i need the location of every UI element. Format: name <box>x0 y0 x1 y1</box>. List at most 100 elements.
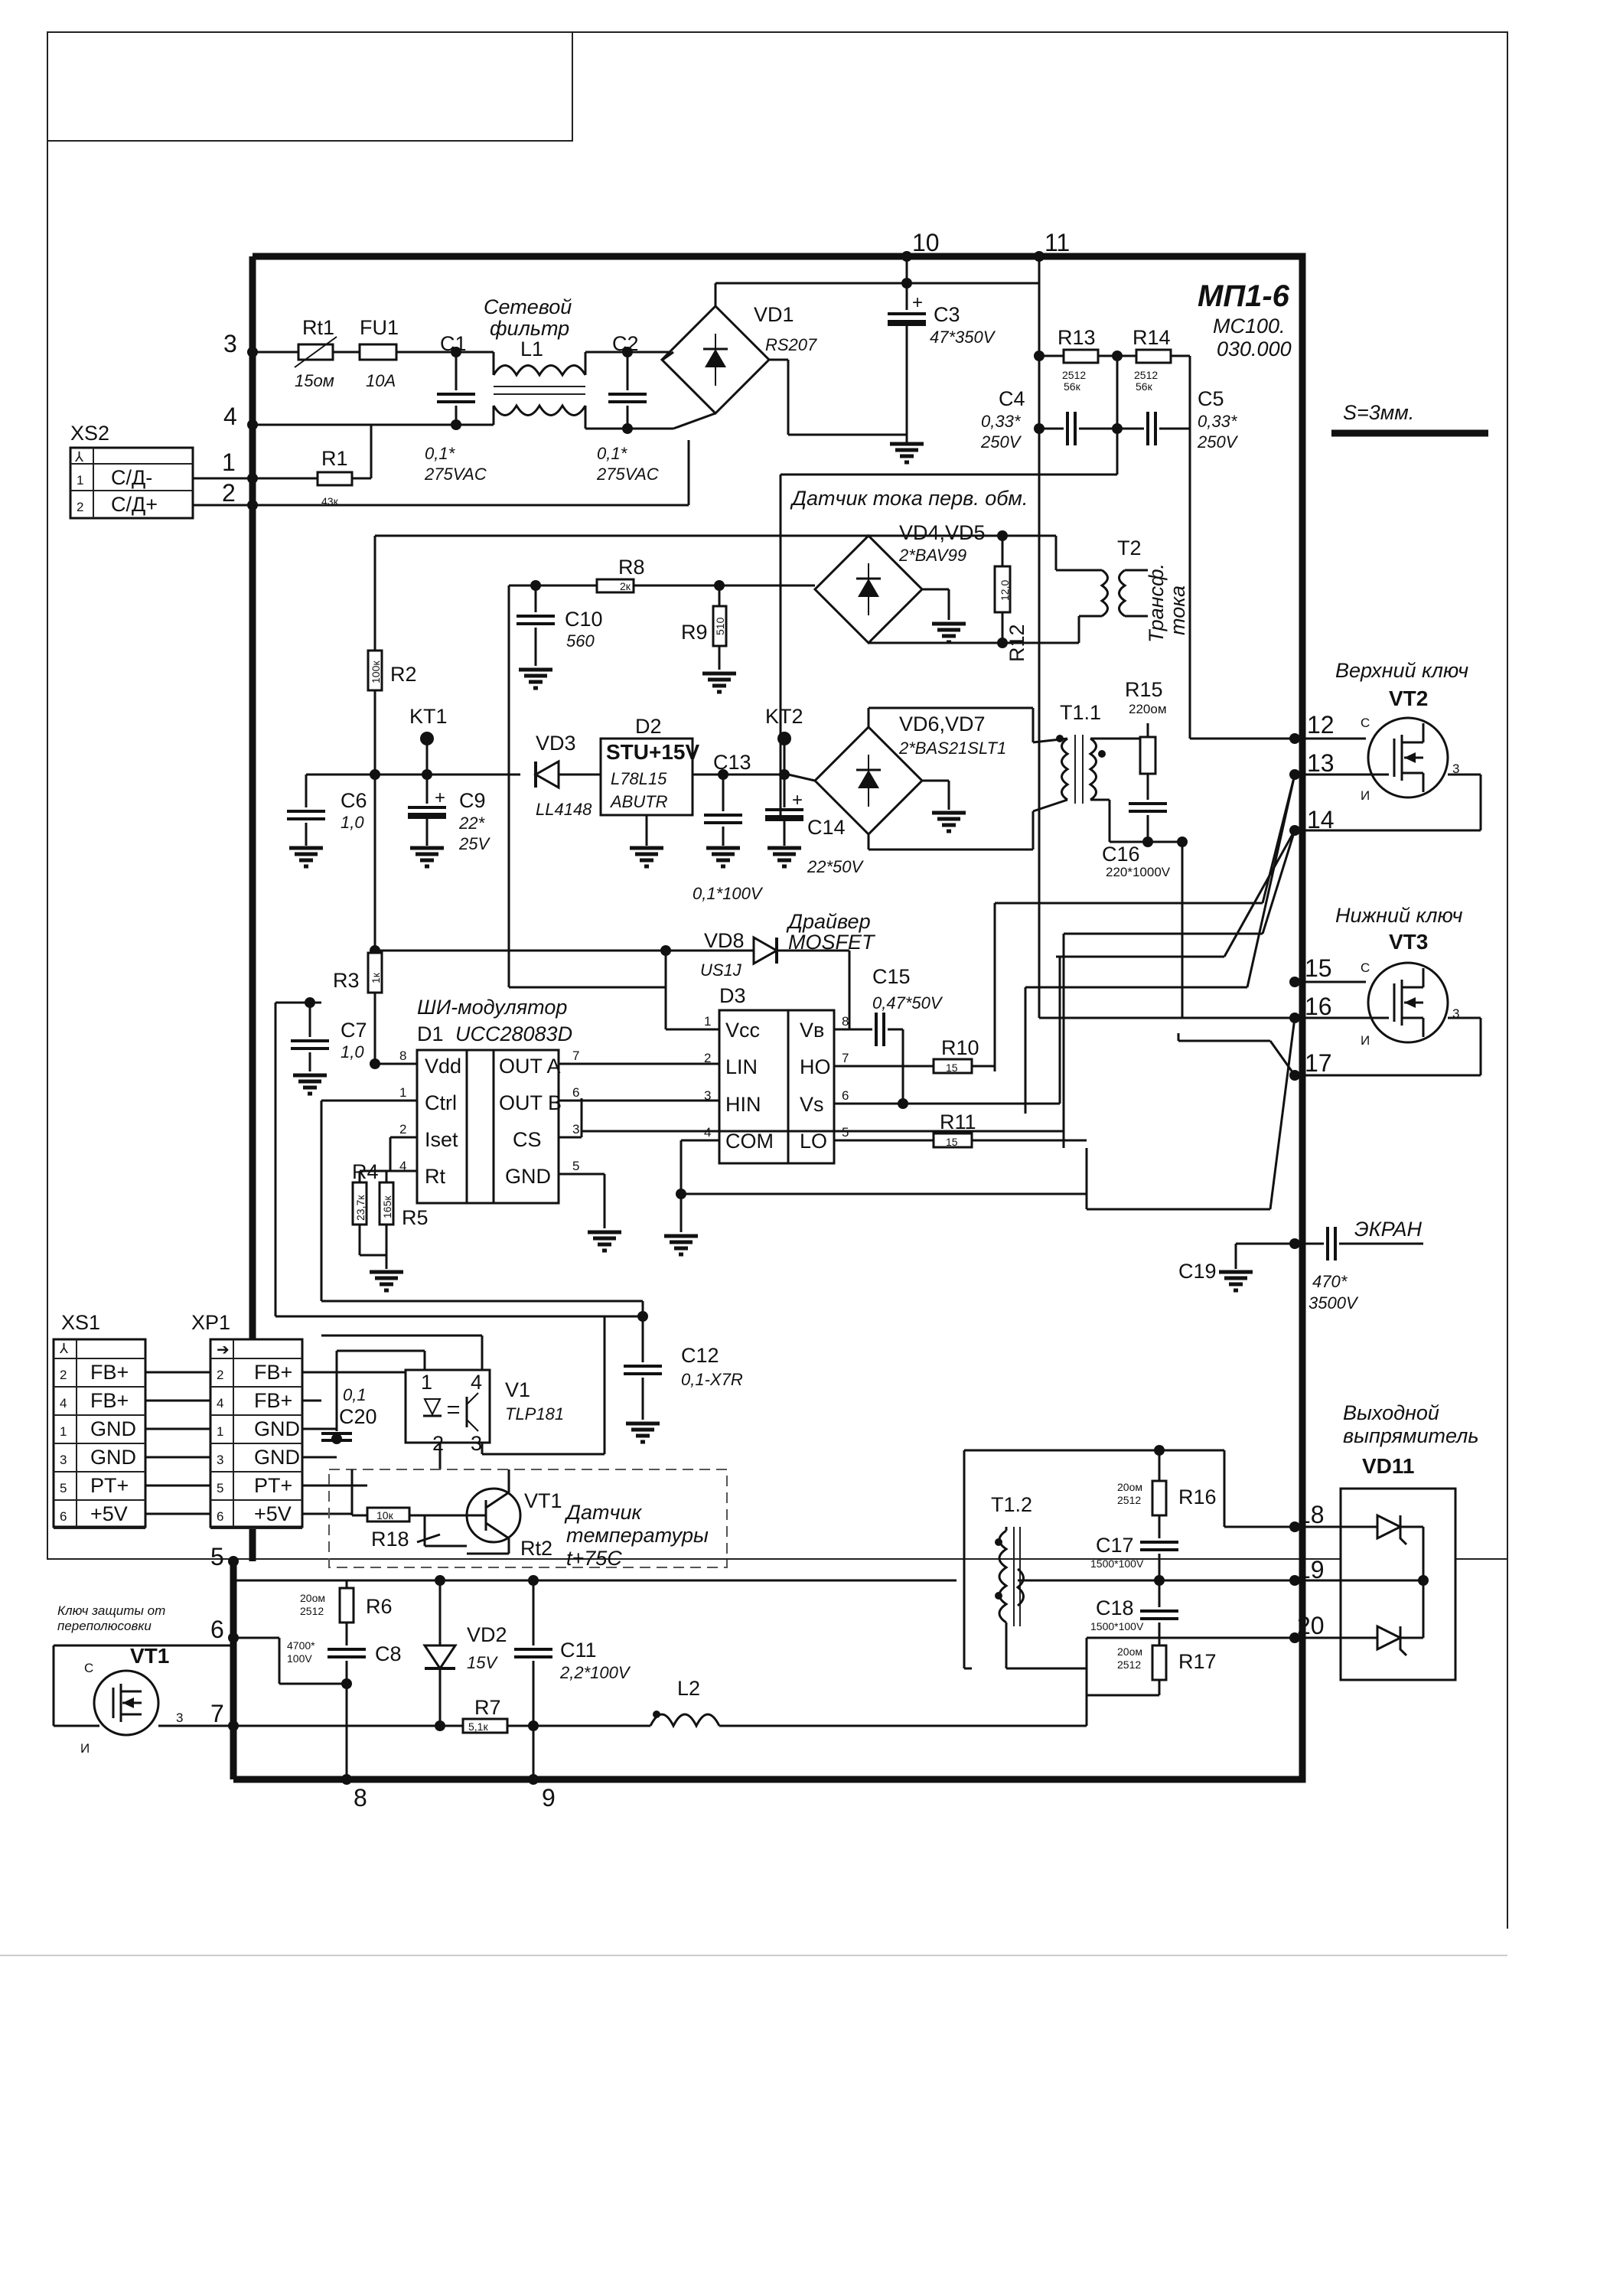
rt2-label: Rt2 <box>520 1537 552 1560</box>
d3-l1: Vcc <box>725 1019 760 1042</box>
d1-l4: Rt <box>425 1165 445 1188</box>
vt3-pin-c: С <box>1361 960 1370 975</box>
node-8: 8 <box>354 1784 367 1812</box>
xs1-pin-num: 1 <box>60 1424 67 1439</box>
xp1-pin-signal: GND <box>254 1446 300 1469</box>
rev-key-2: переполюсовки <box>57 1619 152 1633</box>
r4-label: R4 <box>352 1160 379 1183</box>
c10-label: C10 <box>565 608 603 631</box>
c11-label: C11 <box>560 1639 597 1662</box>
c8-value-1: 4700* <box>287 1639 315 1652</box>
xs2-row2-num: 2 <box>77 500 83 514</box>
vd8-label: VD8 <box>704 929 745 952</box>
rt1-label: Rt1 <box>302 316 334 339</box>
r17-label: R17 <box>1178 1650 1217 1673</box>
xs2-connector: XS2 ⅄ 1 С/Д- 2 С/Д+ <box>69 422 253 520</box>
node-20: 20 <box>1297 1612 1325 1639</box>
t2-value-2: тока <box>1166 585 1189 635</box>
svg-text:+: + <box>792 790 803 810</box>
svg-text:3: 3 <box>471 1432 482 1455</box>
pwm-title: ШИ-модулятор <box>417 996 567 1019</box>
c11-value: 2,2*100V <box>559 1663 631 1682</box>
r14-value-2: 56к <box>1136 380 1153 393</box>
r3-label: R3 <box>333 969 360 992</box>
r9-value: 510 <box>714 617 726 635</box>
vd1-value: RS207 <box>765 335 817 354</box>
c9-value-2: 25V <box>458 834 490 853</box>
c16-label: C16 <box>1102 843 1140 866</box>
rt1-thermistor: Rt1 15ом <box>294 316 337 390</box>
c13-label: C13 <box>713 751 751 774</box>
r14-label: R14 <box>1133 326 1171 349</box>
r2-value: 100к <box>370 660 382 683</box>
fu1-value: 10A <box>366 371 396 390</box>
t2-label: T2 <box>1117 536 1142 559</box>
r14-value-1: 2512 <box>1134 369 1158 381</box>
vt1-key-label: VT1 <box>130 1644 169 1668</box>
d1-r3: CS <box>513 1128 542 1151</box>
c16-value: 220*1000V <box>1106 865 1171 879</box>
vt2-pin-3: 3 <box>1452 762 1459 776</box>
xs2-row2-sig: С/Д+ <box>111 493 158 516</box>
xs1-pin-signal: +5V <box>90 1502 128 1525</box>
cur-sense-title: Датчик тока перв. обм. <box>790 487 1028 510</box>
svg-text:+: + <box>912 292 923 313</box>
vt2-pin-i: И <box>1361 788 1370 803</box>
c18-value: 1500*100V <box>1090 1620 1144 1632</box>
xp1-connector: XP1 ➔ <box>191 1311 304 1528</box>
c4-value-2: 250V <box>980 432 1022 452</box>
d1-l1: Vdd <box>425 1055 461 1078</box>
c8-label: C8 <box>375 1642 402 1665</box>
node-16: 16 <box>1305 993 1332 1020</box>
d3-l3: HIN <box>725 1093 761 1116</box>
driver-section: VD8 US1J Драйвер MOSFET D3 Vcc LIN HIN C… <box>370 910 1087 1254</box>
net-filter-2: фильтр <box>490 317 569 340</box>
vd67-value: 2*BAS21SLT1 <box>898 739 1006 758</box>
xs1-connector: XS1 ⅄ <box>52 1311 147 1528</box>
xs1-pin-num: 4 <box>60 1396 67 1411</box>
d3-r2: HO <box>800 1055 831 1078</box>
r13-label: R13 <box>1058 326 1096 349</box>
xs1-pin-signal: FB+ <box>90 1389 129 1412</box>
c17-value: 1500*100V <box>1090 1557 1144 1570</box>
d3-r4: LO <box>800 1130 827 1153</box>
vt1-pin-3: 3 <box>176 1711 183 1725</box>
node-18: 18 <box>1297 1501 1325 1528</box>
r1-resistor: R1 43к <box>253 425 690 507</box>
r18-value: 10к <box>376 1509 394 1521</box>
c9-label: C9 <box>459 789 486 812</box>
board-title: МП1-6 <box>1198 279 1290 313</box>
c6-value: 1,0 <box>341 813 364 832</box>
xp1-pin-num: 4 <box>217 1396 223 1411</box>
c15-label: C15 <box>872 965 911 988</box>
xs1-pin-num: 3 <box>60 1453 67 1467</box>
d3-r1-n: 8 <box>842 1014 849 1029</box>
v1-value: TLP181 <box>505 1404 564 1424</box>
node-17: 17 <box>1305 1049 1332 1077</box>
c17-label: C17 <box>1096 1534 1134 1557</box>
vd45-label: VD4,VD5 <box>899 521 986 544</box>
d3-l2: LIN <box>725 1055 758 1078</box>
out-rect-1: Выходной <box>1343 1401 1439 1424</box>
reverse-protect-section: Ключ защиты от переполюсовки VT1 С И 3 2… <box>52 1575 1088 1779</box>
node-14: 14 <box>1307 806 1335 833</box>
r9-label: R9 <box>681 621 708 644</box>
vt2-pin-c: С <box>1361 716 1370 730</box>
vt1-pin-c: С <box>84 1661 93 1675</box>
node-13: 13 <box>1307 749 1335 777</box>
kt2-label: KT2 <box>765 705 803 728</box>
svg-text:4: 4 <box>471 1371 482 1394</box>
d3-l2-n: 2 <box>704 1051 711 1065</box>
r8-value: 2к <box>620 580 631 592</box>
pwm-section: 1к R3 C7 1,0 ШИ-модулятор D1 UCC28083D V… <box>274 951 1064 1316</box>
node-15: 15 <box>1305 954 1332 982</box>
d3-r2-n: 7 <box>842 1051 849 1065</box>
xs1-pin-num: 2 <box>60 1368 67 1382</box>
d1-r1-n: 7 <box>572 1049 579 1063</box>
c20-value: 0,1 <box>343 1385 367 1404</box>
out-rect-2: выпрямитель <box>1343 1424 1479 1447</box>
node-5: 5 <box>210 1543 224 1570</box>
v1-label: V1 <box>505 1378 530 1401</box>
